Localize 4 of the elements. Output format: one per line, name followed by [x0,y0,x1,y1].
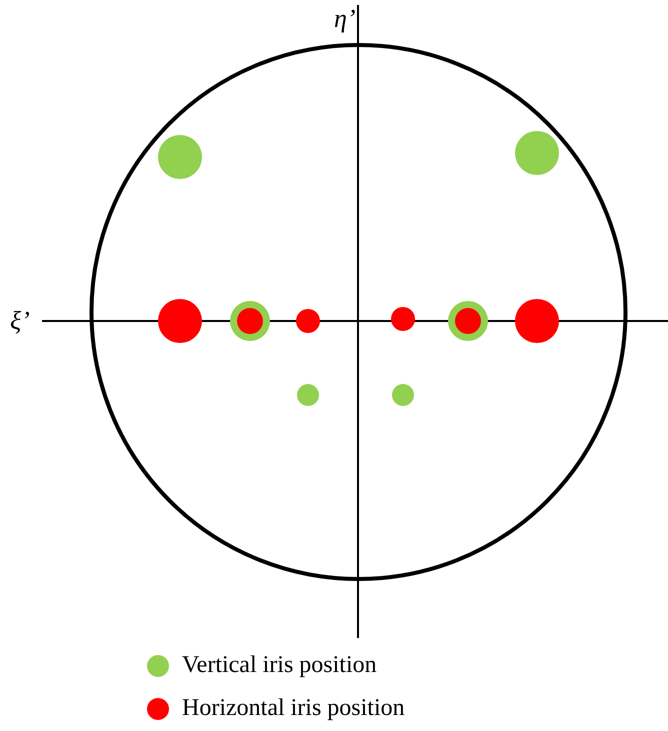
axis-label: η’ [334,4,356,34]
legend-label: Horizontal iris position [182,694,405,722]
legend-label: Vertical iris position [182,651,377,679]
axis-label: ξ’ [10,306,30,336]
